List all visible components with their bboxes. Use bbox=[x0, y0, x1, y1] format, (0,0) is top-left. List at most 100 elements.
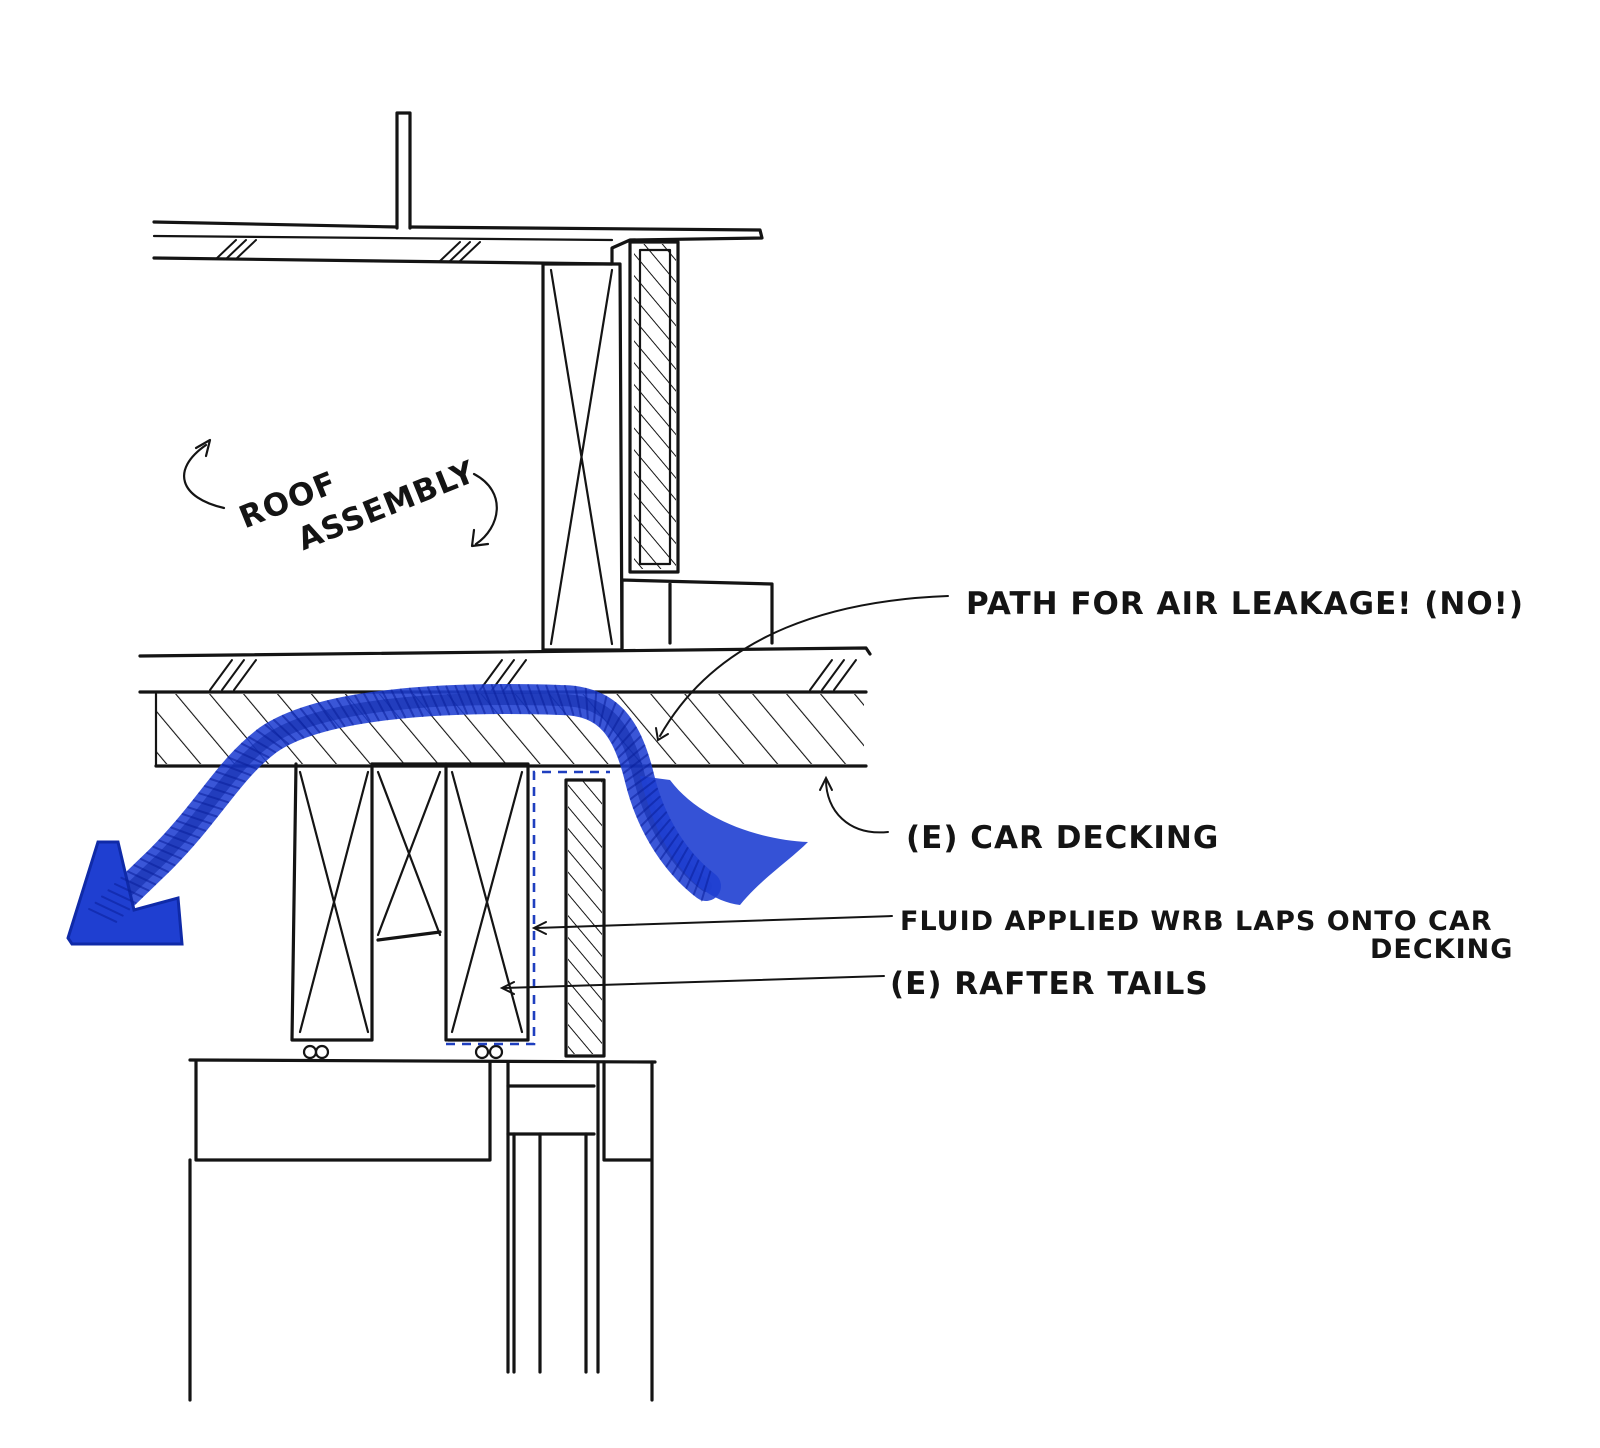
air-arrow-stroke bbox=[644, 811, 668, 836]
air-arrow-stroke bbox=[390, 689, 407, 719]
air-arrow-stroke bbox=[454, 685, 468, 715]
air-arrow-stroke bbox=[281, 714, 305, 739]
air-arrow-stroke bbox=[518, 684, 531, 715]
air-arrow-stroke bbox=[649, 818, 671, 844]
air-arrow-stroke bbox=[536, 684, 549, 715]
upper-deck-hatch bbox=[215, 239, 481, 262]
air-arrow-stroke bbox=[290, 711, 313, 736]
air-arrow-stroke bbox=[248, 736, 277, 754]
air-arrow-stroke bbox=[685, 859, 700, 889]
air-arrow-stroke bbox=[603, 702, 617, 732]
air-leakage-label: PATH FOR AIR LEAKAGE! (NO!) bbox=[966, 586, 1524, 622]
air-arrow-stroke bbox=[671, 847, 689, 876]
upper-roof-deck bbox=[152, 111, 764, 266]
air-arrow-stroke bbox=[508, 684, 522, 715]
air-arrow-stroke bbox=[363, 693, 380, 722]
air-arrow-stroke bbox=[345, 696, 363, 724]
rafter-tails-label: (E) RAFTER TAILS bbox=[890, 966, 1209, 1002]
air-arrow-stroke bbox=[574, 685, 582, 718]
air-arrow-stroke bbox=[192, 799, 224, 811]
leader-lines bbox=[499, 595, 949, 995]
wall-below bbox=[188, 1058, 657, 1402]
air-arrow-stroke bbox=[700, 870, 712, 902]
air-arrow-stroke bbox=[94, 901, 124, 917]
air-arrow-stroke bbox=[527, 684, 540, 715]
rafter-tails bbox=[290, 762, 530, 1060]
roof-assembly-arrows bbox=[183, 438, 498, 548]
air-arrow-stroke bbox=[139, 858, 169, 873]
air-arrow-stroke bbox=[678, 853, 694, 883]
air-arrow-stroke bbox=[255, 729, 283, 749]
wrb-label-line1: FLUID APPLIED WRB LAPS ONTO CAR bbox=[900, 906, 1493, 937]
air-arrow-stroke bbox=[120, 876, 150, 892]
air-arrow-stroke bbox=[490, 684, 504, 715]
air-arrow-stroke bbox=[622, 753, 649, 774]
leader-air-leakage bbox=[659, 595, 949, 737]
air-arrow-stroke bbox=[614, 726, 637, 751]
air-arrow-stroke bbox=[240, 742, 270, 759]
air-arrow-stroke bbox=[133, 864, 163, 879]
air-arrow-stroke bbox=[617, 735, 642, 759]
air-arrow-stroke bbox=[203, 785, 235, 797]
fluid-applied-wrb bbox=[446, 770, 610, 1046]
air-arrow-stroke bbox=[692, 865, 706, 896]
air-arrow-stroke bbox=[408, 687, 424, 717]
air-leakage-arrow bbox=[66, 684, 808, 946]
air-arrow-stroke bbox=[146, 852, 176, 867]
upper-hatched-wall bbox=[628, 240, 680, 574]
air-arrow-stroke bbox=[632, 787, 658, 809]
air-arrow-stroke bbox=[308, 705, 329, 732]
air-arrow-stroke bbox=[381, 690, 398, 720]
air-arrow-stroke bbox=[164, 833, 195, 846]
air-arrow-stroke bbox=[88, 908, 118, 923]
arrow-down-icon bbox=[472, 472, 498, 546]
air-arrow-stroke bbox=[627, 771, 654, 791]
air-arrow-stroke bbox=[215, 770, 246, 783]
air-arrow-stroke bbox=[126, 870, 157, 886]
air-arrow-stroke bbox=[629, 779, 656, 800]
car-decking-label: (E) CAR DECKING bbox=[906, 820, 1219, 856]
air-arrow-stroke bbox=[598, 695, 608, 727]
air-arrow-stroke bbox=[101, 895, 131, 911]
air-arrow-stroke bbox=[335, 698, 354, 726]
air-arrow-stroke bbox=[152, 845, 182, 860]
air-arrow-stroke bbox=[299, 707, 321, 734]
air-arrow-stroke bbox=[317, 702, 337, 729]
leader-wrb bbox=[535, 915, 893, 929]
air-arrow-stroke bbox=[636, 795, 661, 818]
air-arrow-stroke bbox=[234, 749, 264, 764]
air-arrow-stroke bbox=[563, 685, 575, 716]
wrb-label-line2: DECKING bbox=[1370, 934, 1513, 965]
air-arrow-stroke bbox=[654, 826, 675, 852]
air-arrow-stroke bbox=[427, 686, 442, 716]
air-arrow-stroke bbox=[481, 684, 495, 715]
leader-rafter-tails bbox=[503, 975, 885, 989]
air-arrow-stroke bbox=[593, 690, 598, 723]
air-arrow-stroke bbox=[436, 685, 451, 716]
air-arrow-stroke bbox=[158, 839, 189, 853]
air-arrow-stroke bbox=[607, 709, 625, 738]
air-arrow-stroke bbox=[209, 778, 241, 790]
lower-hatched-wall bbox=[564, 778, 606, 1058]
air-arrow-stroke bbox=[472, 684, 486, 715]
air-arrow-stroke bbox=[372, 691, 389, 721]
air-arrow-stroke bbox=[499, 684, 513, 715]
air-arrow-stroke bbox=[659, 833, 679, 860]
air-arrow-stroke bbox=[463, 684, 477, 715]
air-arrow-stroke bbox=[624, 762, 652, 783]
roof-assembly-label: ROOF ASSEMBLY bbox=[234, 454, 480, 558]
air-arrow-stroke bbox=[176, 819, 207, 832]
air-arrow-stroke bbox=[227, 756, 258, 770]
air-arrow-stroke bbox=[170, 826, 201, 839]
air-arrow-stroke bbox=[445, 685, 460, 715]
upper-post bbox=[541, 262, 624, 652]
air-arrow-stroke bbox=[354, 694, 372, 723]
air-arrow-stroke bbox=[584, 687, 589, 720]
air-arrow-stroke bbox=[665, 840, 684, 868]
air-arrow-stroke bbox=[417, 687, 433, 717]
air-arrow-stroke bbox=[554, 684, 567, 716]
air-arrow-head-icon bbox=[66, 840, 184, 946]
leader-car-decking bbox=[825, 779, 889, 834]
air-arrow-stroke bbox=[198, 792, 229, 804]
